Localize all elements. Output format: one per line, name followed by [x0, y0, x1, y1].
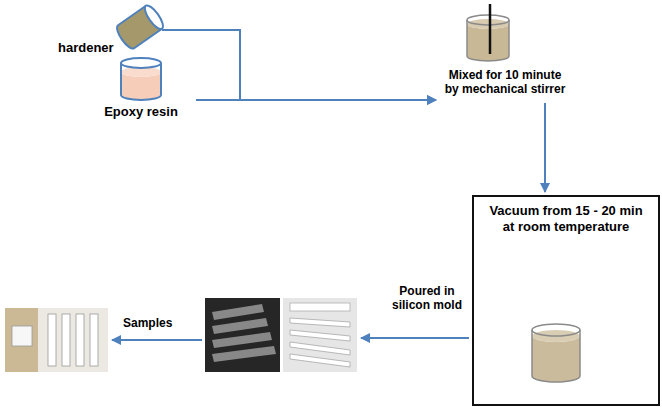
node-label: Epoxy resin: [86, 104, 196, 120]
vacuum-box: Vacuum from 15 - 20 min at room temperat…: [472, 195, 660, 406]
samples-photo: [5, 308, 108, 372]
resin-node: Epoxy resin: [86, 56, 196, 122]
flow-arrow: [112, 339, 202, 341]
node-label: Samples: [123, 316, 172, 330]
resin-beaker: [121, 58, 161, 100]
mixing-beaker: [467, 4, 509, 61]
flow-arrow: [196, 99, 436, 101]
mold-photo: [205, 298, 357, 372]
node-label: Poured in silicon mold: [383, 284, 471, 313]
node-label: hardener: [58, 40, 114, 56]
node-label: Vacuum from 15 - 20 min at room temperat…: [474, 197, 658, 234]
samples-node: Samples: [5, 308, 108, 372]
node-label: Mixed for 10 minute by mechanical stirre…: [440, 68, 570, 97]
flow-arrow: [162, 30, 436, 100]
hardener-cup: [114, 3, 166, 51]
mixing-node: Mixed for 10 minute by mechanical stirre…: [440, 2, 570, 101]
vacuum-beaker: [532, 324, 580, 382]
mold-node: Poured in silicon mold: [205, 298, 357, 372]
hardener-node: hardener: [56, 2, 162, 58]
flow-arrow: [361, 337, 469, 339]
flow-arrow: [544, 103, 546, 192]
